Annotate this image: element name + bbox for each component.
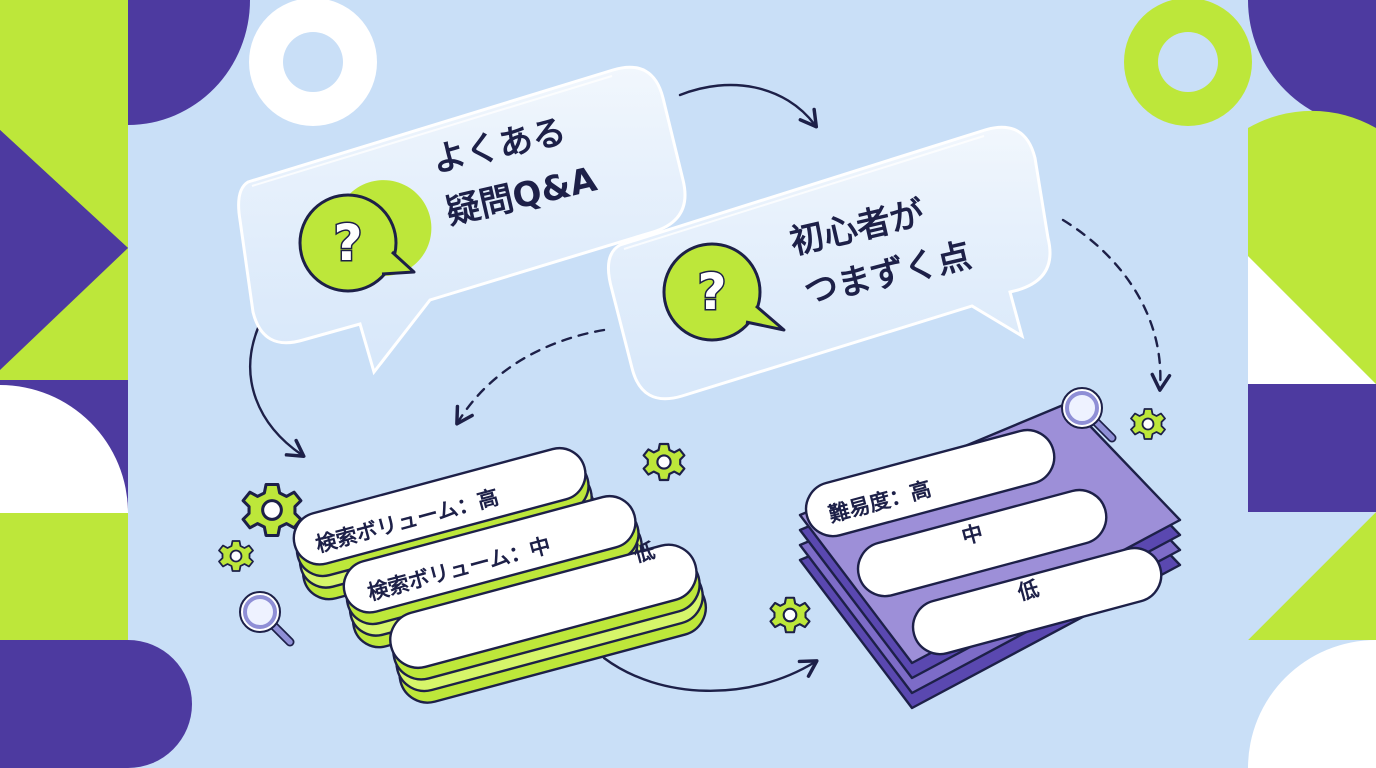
question-mark-icon: ? <box>662 242 786 342</box>
gear-icon <box>769 596 811 634</box>
svg-text:?: ? <box>333 214 362 272</box>
gear-icon <box>218 540 254 572</box>
flow-arrows <box>249 83 1172 692</box>
gear-icon <box>241 482 303 538</box>
arrow-bottom <box>602 656 819 692</box>
search-volume-stack <box>292 446 707 704</box>
arrow-top <box>678 83 819 129</box>
arrow-left-down <box>249 326 306 458</box>
arrow-dashed-left <box>455 328 606 426</box>
left-decoration-strip <box>0 0 377 768</box>
magnifier-icon <box>240 592 290 642</box>
difficulty-stack <box>798 401 1182 710</box>
arrow-dashed-right <box>1061 218 1172 392</box>
gear-icon <box>1130 408 1166 440</box>
question-mark-icon: ? <box>298 180 432 293</box>
svg-text:?: ? <box>697 263 726 321</box>
speech-bubble-beginner: ? <box>606 125 1052 401</box>
speech-bubble-faq: ? <box>237 65 687 376</box>
right-decoration-strip <box>1124 0 1376 768</box>
gear-icon <box>642 442 686 482</box>
